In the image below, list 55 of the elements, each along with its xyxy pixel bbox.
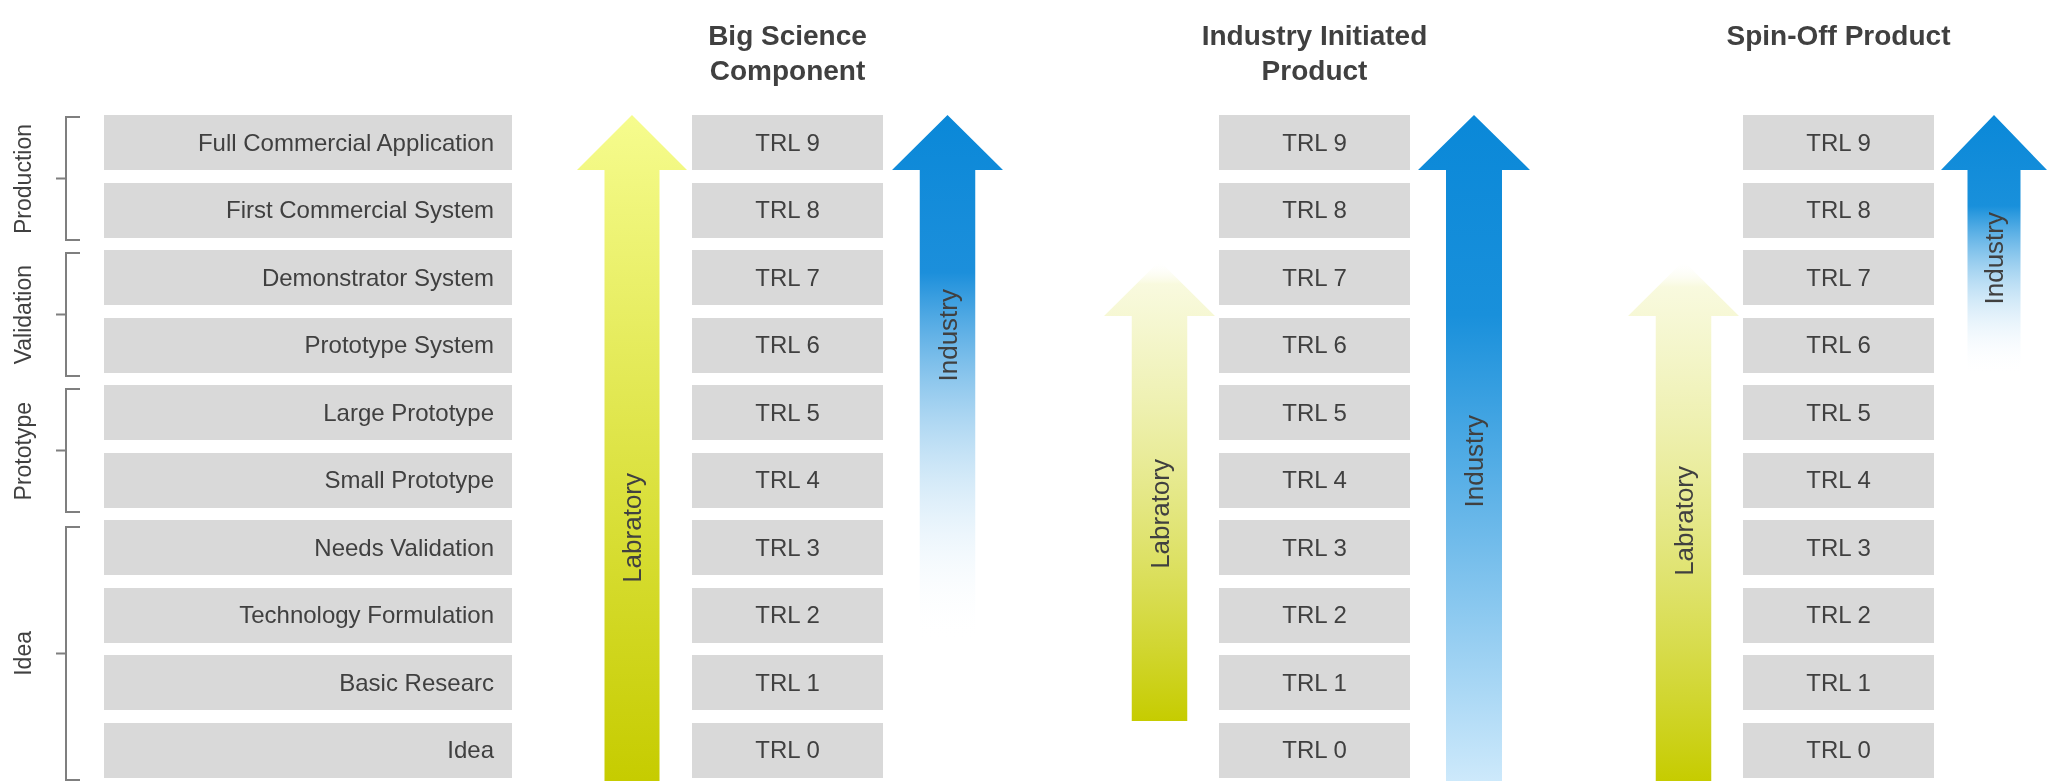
level-box: Prototype System <box>104 317 512 373</box>
level-box: TRL 5 <box>692 385 883 440</box>
group-label: Validation <box>11 265 35 365</box>
level-box: TRL 7 <box>692 250 883 305</box>
arrow-label: Labratory <box>619 472 645 583</box>
level-box: TRL 0 <box>1743 722 1934 778</box>
level-box: TRL 6 <box>1743 317 1934 373</box>
column-heading: Spin-Off Product <box>1725 19 1952 53</box>
group-label: Idea <box>11 631 35 676</box>
level-box: TRL 8 <box>692 182 883 238</box>
level-box: Needs Validation <box>104 520 512 575</box>
level-box: TRL 6 <box>1219 317 1410 373</box>
level-box: TRL 3 <box>1219 520 1410 575</box>
level-box: TRL 0 <box>1219 722 1410 778</box>
level-box: TRL 5 <box>1743 385 1934 440</box>
level-box: TRL 0 <box>692 722 883 778</box>
level-box: Idea <box>104 722 512 778</box>
level-box: TRL 7 <box>1743 250 1934 305</box>
level-box: TRL 9 <box>1743 115 1934 170</box>
level-box: TRL 3 <box>692 520 883 575</box>
arrow-label: Labratory <box>1670 466 1697 576</box>
arrow-label: Industry <box>1461 414 1487 508</box>
level-box: TRL 1 <box>1219 655 1410 710</box>
level-box: Technology Formulation <box>104 587 512 643</box>
level-box: Large Prototype <box>104 385 512 440</box>
level-box: TRL 1 <box>1743 655 1934 710</box>
level-box: Demonstrator System <box>104 250 512 305</box>
level-box: Full Commercial Application <box>104 115 512 170</box>
level-box: TRL 1 <box>692 655 883 710</box>
arrow-label: Industry <box>1981 211 2007 304</box>
level-box: TRL 4 <box>692 452 883 508</box>
level-box: TRL 4 <box>1743 452 1934 508</box>
level-box: TRL 9 <box>1219 115 1410 170</box>
level-box: TRL 2 <box>692 587 883 643</box>
group-label: Prototype <box>11 401 35 500</box>
group-label: Production <box>11 123 35 234</box>
level-box: TRL 9 <box>692 115 883 170</box>
up-arrow <box>577 115 687 781</box>
level-box: Small Prototype <box>104 452 512 508</box>
up-arrow <box>1418 115 1530 781</box>
level-box: Basic Researc <box>104 655 512 710</box>
level-box: TRL 8 <box>1743 182 1934 238</box>
level-box: TRL 8 <box>1219 182 1410 238</box>
level-box: TRL 4 <box>1219 452 1410 508</box>
level-box: TRL 2 <box>1743 587 1934 643</box>
level-box: TRL 7 <box>1219 250 1410 305</box>
level-box: TRL 5 <box>1219 385 1410 440</box>
level-box: First Commercial System <box>104 182 512 238</box>
arrow-label: Labratory <box>1146 459 1173 569</box>
level-box: TRL 2 <box>1219 587 1410 643</box>
column-heading: Industry Initiated Product <box>1200 19 1429 88</box>
arrow-label: Industry <box>934 289 961 382</box>
column-heading: Big Science Component <box>707 19 868 88</box>
level-box: TRL 6 <box>692 317 883 373</box>
level-box: TRL 3 <box>1743 520 1934 575</box>
